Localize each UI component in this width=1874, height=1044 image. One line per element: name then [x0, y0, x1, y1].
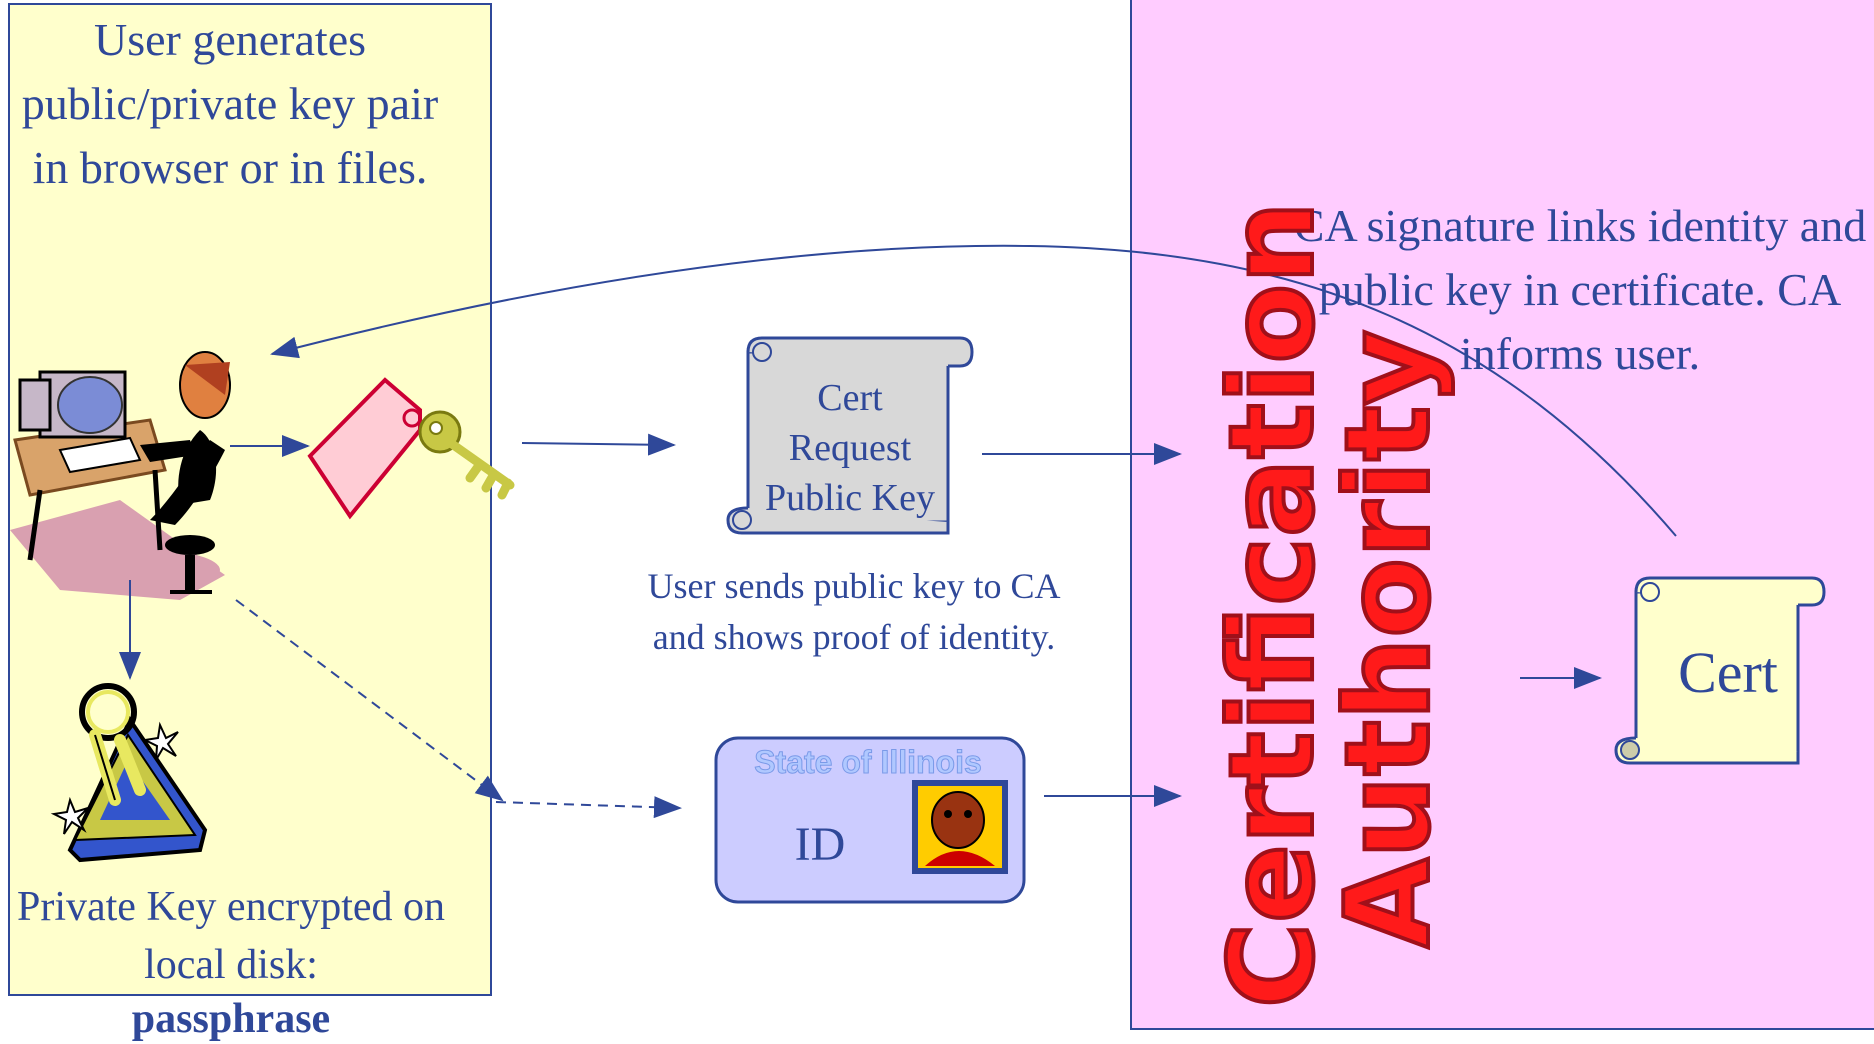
- passphrase-text: passphrase: [131, 996, 331, 1042]
- user-computer-icon: [10, 351, 231, 600]
- encrypted-key-icon: [50, 683, 208, 863]
- cert-request-line-public-key: Public Key: [765, 477, 935, 519]
- cert-request-line-request: Request: [789, 427, 912, 469]
- ca-title: Certification Authority: [1203, 199, 1458, 1010]
- id-card-state: State of Illinois: [754, 744, 982, 780]
- certificate-label: Cert: [1678, 640, 1778, 705]
- arrow-dashed-to-id: [495, 796, 682, 819]
- user-sends-text: User sends public key to CA and shows pr…: [647, 566, 1061, 657]
- ca-signature-text: CA signature links identity and public k…: [1293, 200, 1867, 379]
- arrow-user-to-id-dashed: [235, 599, 504, 802]
- cert-request-scroll: Cert Request Public Key: [726, 336, 974, 535]
- cert-request-line-cert: Cert: [817, 377, 883, 419]
- ca-title-line1: Certification: [1203, 199, 1342, 1010]
- arrow-ca-informs-user: [270, 244, 1677, 537]
- arrow-key-to-request: [521, 433, 676, 456]
- certificate-scroll: Cert: [1614, 576, 1826, 765]
- private-key-text: Private Key encrypted on local disk:: [16, 884, 446, 988]
- id-card-label: ID: [795, 818, 846, 871]
- id-card: State of Illinois ID: [714, 736, 1026, 904]
- ca-title-line2: Authority: [1319, 328, 1458, 950]
- user-generates-text: User generates public/private key pair i…: [21, 14, 439, 193]
- certification-authority-panel: [1130, 0, 1874, 1030]
- key-tag-icon: [307, 377, 515, 520]
